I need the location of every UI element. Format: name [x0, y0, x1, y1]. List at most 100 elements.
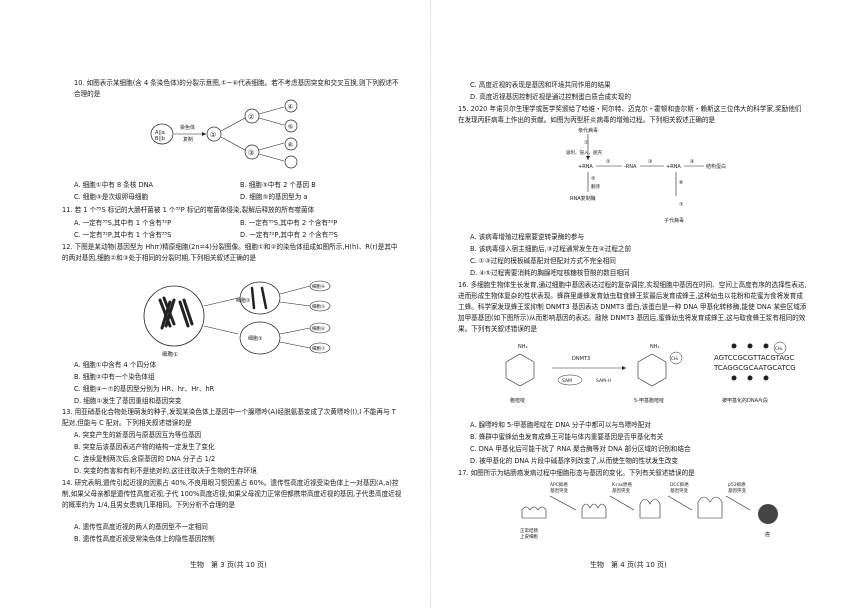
q17-normal-1: 正常结肠: [520, 527, 538, 534]
q13-option-a: A. 突变产生的新基因与原基因互为等位基因: [74, 431, 202, 439]
q12-option-a: A. 细胞①中含有 4 个四分体: [74, 361, 157, 369]
question-14-stem: 14. 研究表明,遗传引起近视的因素占 40%,不良用眼习惯因素占 60%。遗传…: [62, 479, 402, 509]
q15-capsid: 结构蛋白: [706, 163, 726, 170]
q17-gene-2a: K-ras原癌: [612, 481, 633, 488]
q16-sam-h: SAM-H: [596, 378, 611, 384]
question-16-stem: 16. 多细胞生物体生长发育,通过细胞中基因表达过程的复杂调控,实现细胞中基因在…: [458, 281, 807, 333]
q15-replicase: RNA复制酶: [570, 195, 596, 202]
q17-gene-1b: 基因突变: [550, 487, 568, 494]
q16-option-c: C. DNA 甲基化后可能干扰了 RNA 聚合酶等对 DNA 部分区域的识别和结…: [470, 445, 691, 453]
q10-option-d: D. 细胞⑤的基因型为 a: [240, 193, 308, 201]
q15-step-2: ②: [606, 159, 611, 165]
q12-cell-7-label: 细胞⑦: [312, 345, 325, 352]
q15-adsorb-label: 吸附、侵入、脱壳: [566, 149, 602, 156]
q16-option-a: A. 腺嘌呤和 5-甲基胞嘧啶在 DNA 分子中都可以与鸟嘌呤配对: [470, 421, 652, 429]
q15-option-c: C. ①③过程的模板碱基配对但配对方式不完全相同: [470, 257, 616, 265]
q10-option-b: B. 细胞③中有 2 个基因 B: [240, 181, 316, 189]
q11-option-c: C. 一定有³²P,其中有 1 个含有³⁵S: [74, 231, 172, 239]
q17-gene-3a: DCC抑癌: [670, 481, 689, 488]
q12-option-b: B. 细胞②中有一个染色体组: [74, 373, 155, 381]
q14-option-b: B. 遗传性高度近视受常染色体上的隐性基因控制: [74, 535, 215, 543]
q12-option-d: D. 细胞①发生了基因重组和基因突变: [74, 397, 182, 405]
q16-strand-2: TCAGGCGCAATGCATCG: [713, 364, 796, 372]
q12-cell-6-label: 细胞⑥: [312, 325, 325, 332]
q17-gene-4b: 基因突变: [728, 487, 746, 494]
q17-gene-1a: APC抑癌: [550, 481, 568, 488]
q16-ch3-2: CH₃: [775, 346, 783, 351]
q16-caption: 被甲基化的DNA片段: [722, 397, 768, 404]
page-3: 10. 如图表示某细胞(含 4 条染色体)的分裂示意图,①~⑥代表细胞。若不考虑…: [62, 79, 402, 569]
q16-5mc: 5-甲基胞嘧啶: [634, 397, 664, 404]
q15-step-6: ⑥: [679, 180, 684, 186]
svg-text:A||a: A||a: [155, 130, 165, 136]
q10-cell-6: ⑥: [288, 141, 294, 149]
q10-arrow-label-1: 染色体: [180, 124, 195, 131]
q15-rna-plus-2: +RNA: [666, 164, 681, 170]
q15-neg-rna: -RNA: [624, 164, 637, 170]
question-17-stem: 17. 如图所示为结肠癌发病过程中细胞形态与基因的变化。下列有关叙述错误的是: [458, 469, 695, 477]
page-footer-left: 生物 第 3 页(共 10 页): [190, 561, 267, 569]
q14-option-a: A. 遗传性高度近视的两人的基因型不一定相同: [74, 523, 208, 531]
q12-cell-1-label: 细胞①: [162, 350, 178, 358]
q13-option-b: B. 突变后该基因表达产物的结构一定发生了变化: [74, 443, 215, 451]
q16-strand-1: AGTCCGCGTTACGTAGC: [714, 354, 794, 362]
q16-nh2-1: NH₂: [518, 344, 528, 350]
q16-sam: SAM: [562, 378, 572, 384]
q13-option-d: D. 突变的有害和有利不是绝对的,这往往取决于生物的生存环境: [74, 467, 257, 475]
q10-cell-1: ①: [210, 131, 216, 139]
q12-cell-4-label: 细胞④: [312, 283, 325, 290]
question-10-stem: 10. 如图表示某细胞(含 4 条染色体)的分裂示意图,①~⑥代表细胞。若不考虑…: [74, 79, 399, 98]
svg-text:B||b: B||b: [155, 136, 165, 142]
q17-colon-cancer-diagram: APC抑癌 基因突变 K-ras原癌 基因突变 DCC抑癌 基因突变 p53抑癌…: [520, 481, 778, 540]
q15-step-3: ③: [648, 159, 652, 165]
q14-option-c: C. 高度近视的表现是基因和环境共同作用的结果: [470, 81, 611, 89]
q15-translate: 翻译: [591, 183, 600, 190]
q12-cell-2-label: 细胞②: [236, 297, 251, 304]
q16-cytosine: 胞嘧啶: [510, 397, 525, 404]
q11-option-d: D. 一定有³²P,其中有 2 个含有³⁵S: [240, 231, 338, 239]
q11-option-a: A. 一定有³⁵S,其中有 1 个含有³²P: [74, 219, 172, 227]
q10-cell-2: ②: [248, 113, 254, 121]
q10-cell-5: ⑤: [288, 123, 294, 131]
q10-arrow-label-2: 复制: [183, 136, 193, 143]
question-12-stem: 12. 下图是某动物(基因型为 Hhrr)精原细胞(2n=4)分裂图像。细胞①和…: [62, 243, 398, 262]
q15-option-b: B. 该病毒侵入宿主细胞后,③过程通常发生在④过程之前: [470, 245, 632, 253]
q15-option-d: D. ④⑤过程需要消耗的胸腺嘧啶核糖核苷酸的数目相同: [470, 269, 630, 277]
q17-normal-2: 上皮细胞: [520, 533, 538, 540]
q12-cell-5-label: 细胞⑤: [312, 303, 325, 310]
q17-cancer: 癌: [765, 531, 770, 538]
q12-option-c: C. 细胞④~⑦的基因型分别为 HR、hr、Hr、hR: [74, 385, 215, 393]
q16-enzyme: DNMT3: [572, 356, 590, 362]
q16-dna-methylation-diagram: NH₂ 胞嘧啶 DNMT3 SAM SAM-H NH₂ CH₃ 5-甲基胞嘧啶 …: [505, 341, 796, 404]
q15-option-a: A. 该病毒增殖过程需要逆转录酶的参与: [470, 233, 585, 241]
q10-cell-division-diagram: A||a B||b 染色体 复制 ① ② ③ ④ ⑤ ⑥: [150, 99, 298, 169]
q15-step-7: ⑦: [679, 202, 684, 208]
q15-step-1: ①: [584, 140, 589, 146]
q12-cell-3-label: 细胞③: [248, 335, 262, 342]
q16-option-b: B. 蜂群中蜜蜂幼虫发育成蜂王可能与体内重要基因是否甲基化有关: [470, 433, 664, 441]
q14-option-d: D. 高度近视基因控制近视是通过控制蛋白质合成实现的: [470, 93, 631, 101]
q16-ch3-1: CH₃: [671, 356, 679, 361]
q13-option-c: C. 连续复制两次后,含原基因的 DNA 分子占 1/2: [74, 455, 216, 463]
question-11-stem: 11. 若 1 个³⁵S 标记的大肠杆菌被 1 个³²P 标记的噬菌体侵染,裂解…: [62, 206, 315, 214]
q17-gene-2b: 基因突变: [612, 487, 630, 494]
question-13-stem: 13. 用亚硝基化合物处理萌发的种子,发现某染色体上基因中一个腺嘌呤(A)经脱氨…: [62, 408, 396, 427]
question-15-stem: 15. 2020 年诺贝尔生理学或医学奖颁给了哈维・阿尔特、迈克尔・霍顿和查尔斯…: [458, 105, 802, 124]
q10-option-c: C. 细胞③是次级卵母细胞: [74, 193, 149, 201]
q10-cell-3: ③: [248, 149, 254, 157]
q15-step-5: ⑤: [591, 176, 595, 182]
q16-nh2-2: NH₂: [650, 344, 660, 350]
page-4: C. 高度近视的表现是基因和环境共同作用的结果 D. 高度近视基因控制近视是通过…: [430, 0, 860, 608]
q15-parent-virus: 亲代病毒: [578, 127, 598, 134]
q12-meiosis-diagram: 细胞① 细胞② 细胞③ 细胞④ 细胞⑤ 细胞⑥ 细胞⑦: [143, 280, 331, 358]
q10-option-a: A. 细胞①中有 8 条核 DNA: [74, 181, 154, 189]
page-divider: [430, 0, 431, 608]
q15-child-virus: 子代病毒: [664, 217, 684, 224]
q17-gene-4a: p53抑癌: [728, 481, 746, 488]
q10-cell-4: ④: [288, 103, 294, 111]
page-footer-right: 生物 第 4 页(共 10 页): [590, 561, 667, 569]
q16-option-d: D. 被甲基化的 DNA 片段中碱基序列改变了,从而使生物的性状发生改变: [470, 457, 679, 465]
q15-rna-plus-1: +RNA: [578, 164, 593, 170]
q17-gene-3b: 基因突变: [670, 487, 688, 494]
q15-hcv-replication-diagram: 亲代病毒 ① 吸附、侵入、脱壳 +RNA ② -RNA ③ +RNA ④ 结构蛋…: [566, 127, 726, 224]
